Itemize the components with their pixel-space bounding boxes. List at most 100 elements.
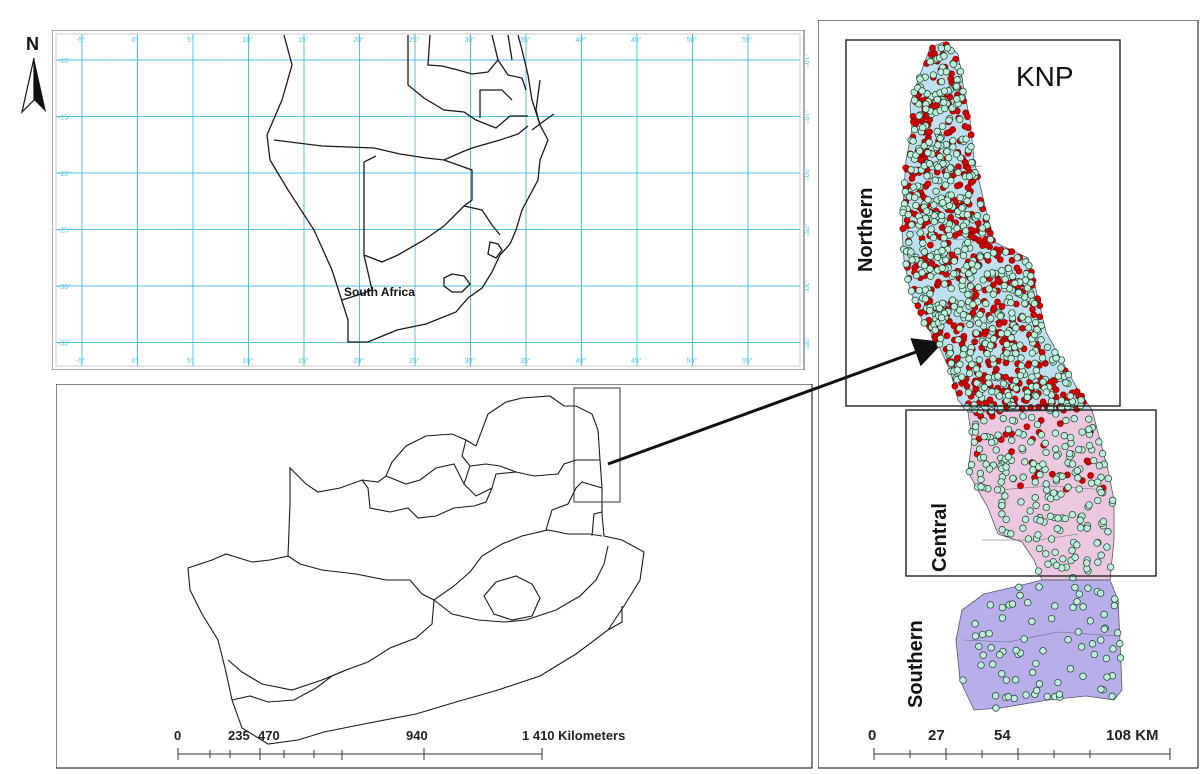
sighting-point <box>1052 452 1061 460</box>
sighting-point <box>1060 432 1068 440</box>
sighting-point <box>900 179 909 187</box>
sighting-point <box>1034 531 1042 539</box>
sighting-point <box>1011 279 1019 287</box>
sighting-point <box>1073 541 1081 549</box>
sighting-point <box>1037 336 1045 344</box>
sighting-point <box>930 201 938 209</box>
sighting-point <box>973 379 981 387</box>
sighting-point <box>929 234 938 242</box>
sighting-point <box>926 265 934 273</box>
sighting-point <box>953 247 962 255</box>
sighting-point <box>986 601 995 609</box>
sighting-point <box>976 310 984 319</box>
sighting-point <box>916 229 924 237</box>
sighting-point <box>1058 472 1066 480</box>
longitude-label: 50° <box>687 357 698 365</box>
sighting-point <box>977 475 985 484</box>
sighting-point <box>1004 693 1012 701</box>
sighting-point <box>1024 316 1032 324</box>
sighting-point <box>1021 458 1029 466</box>
sighting-point <box>1064 636 1072 644</box>
sighting-point <box>1007 354 1015 363</box>
sighting-point <box>967 143 975 151</box>
sighting-point <box>1071 553 1079 561</box>
sighting-point <box>1017 362 1026 370</box>
sighting-point <box>1038 354 1047 362</box>
sighting-point <box>948 296 957 304</box>
sighting-point <box>956 389 963 397</box>
latitude-label: -35° <box>802 337 810 350</box>
sighting-point <box>1019 473 1027 481</box>
sighting-point <box>979 276 987 284</box>
sighting-point <box>1113 629 1122 637</box>
sighting-point <box>975 356 983 364</box>
sighting-point <box>946 93 954 101</box>
latitude-label: -10° <box>802 54 810 67</box>
sighting-point <box>1051 348 1059 357</box>
sighting-point <box>904 275 912 283</box>
sighting-point <box>958 373 966 381</box>
sighting-point <box>934 280 942 288</box>
sighting-point <box>1029 460 1038 468</box>
sighting-point <box>938 264 946 272</box>
sighting-point <box>971 422 980 431</box>
sighting-point <box>982 213 991 222</box>
sighting-point <box>1031 478 1039 486</box>
sighting-point <box>1042 388 1051 396</box>
scale-bar-knp <box>873 748 1171 760</box>
sighting-point <box>921 295 930 303</box>
sighting-point <box>1017 354 1025 362</box>
green-sighting-points <box>899 44 1125 712</box>
sighting-point <box>956 324 964 333</box>
sighting-point <box>930 218 938 226</box>
sighting-point <box>1052 410 1060 418</box>
sighting-point <box>985 379 993 387</box>
longitude-label: 15° <box>298 36 309 44</box>
south-africa-map: 0 235 470 940 1 410 Kilometers <box>56 384 813 769</box>
sighting-point <box>1003 349 1011 357</box>
sighting-point <box>1053 525 1061 533</box>
sighting-point <box>963 403 971 411</box>
sighting-point <box>919 239 927 247</box>
sighting-point <box>985 285 993 293</box>
sighting-point <box>1087 472 1094 479</box>
sighting-point <box>1016 341 1024 349</box>
sighting-point <box>1027 272 1035 280</box>
sighting-point <box>1030 311 1038 319</box>
latitude-label: -35° <box>58 340 71 348</box>
sighting-point <box>980 417 988 425</box>
sighting-point <box>1059 555 1067 563</box>
sighting-point <box>908 256 916 264</box>
sighting-point <box>1073 598 1081 606</box>
sighting-point <box>933 127 941 136</box>
sighting-point <box>1012 324 1020 332</box>
sighting-point <box>1007 299 1015 307</box>
sighting-point <box>919 123 927 132</box>
sighting-point <box>971 632 980 640</box>
sighting-point <box>1077 643 1086 651</box>
sighting-point <box>961 123 969 130</box>
sighting-point <box>907 287 916 295</box>
sighting-point <box>1025 262 1033 270</box>
sighting-point <box>1055 690 1064 698</box>
longitude-label: 10° <box>243 36 254 44</box>
sighting-point <box>901 188 909 196</box>
south-africa-provinces <box>187 395 645 745</box>
sighting-point <box>1051 429 1060 437</box>
sighting-point <box>994 372 1002 380</box>
sighting-point <box>977 661 985 669</box>
sighting-point <box>943 44 952 52</box>
sighting-point <box>969 300 977 309</box>
sighting-point <box>909 112 917 120</box>
sa-scale-tick: 1 410 Kilometers <box>522 728 625 743</box>
sighting-point <box>1028 349 1036 357</box>
sighting-point <box>964 388 973 397</box>
sighting-point <box>1039 460 1047 468</box>
sighting-point <box>938 122 947 130</box>
sighting-point <box>1035 403 1042 411</box>
sighting-point <box>924 180 932 188</box>
sighting-point <box>1007 530 1015 538</box>
sighting-point <box>912 201 920 210</box>
sighting-point <box>992 704 1000 712</box>
sighting-point <box>931 326 939 334</box>
